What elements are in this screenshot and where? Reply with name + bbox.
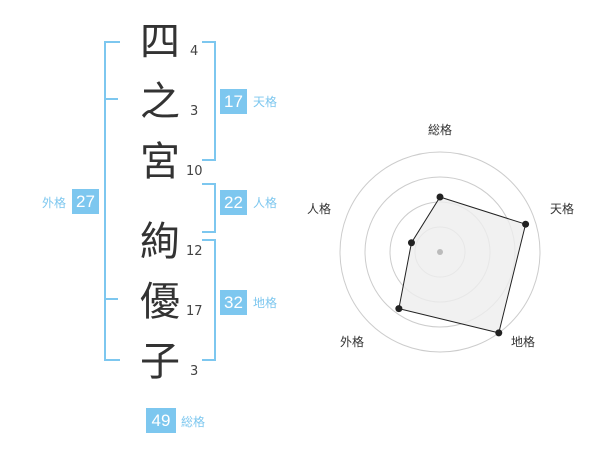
radar-center	[437, 249, 443, 255]
stroke-count-4: 12	[186, 244, 203, 259]
radar-point-chikaku	[495, 329, 503, 337]
radar-axis-label-soukaku: 総格	[428, 122, 452, 137]
radar-axis-label-gaikaku: 外格	[340, 334, 364, 349]
radar-axis-label-chikaku: 地格	[511, 334, 535, 349]
jinkaku-badge: 22	[220, 190, 247, 215]
jinkaku-label: 人格	[253, 196, 278, 210]
radar-polygon	[398, 196, 527, 334]
name-char-1: 四	[140, 19, 180, 65]
chikaku-label: 地格	[253, 296, 278, 310]
jinkaku-bracket	[202, 183, 216, 233]
stroke-count-6: 3	[190, 364, 199, 379]
soukaku-label: 総格	[181, 415, 206, 429]
tenkaku-label: 天格	[253, 95, 278, 109]
radar-point-soukaku	[436, 193, 444, 201]
radar-point-tenkaku	[522, 220, 530, 228]
radar-point-gaikaku	[395, 305, 403, 313]
radar-ring	[339, 151, 541, 353]
radar-axis-label-tenkaku: 天格	[550, 201, 574, 216]
gaikaku-tick	[104, 298, 118, 300]
stroke-count-5: 17	[186, 304, 203, 319]
name-char-4: 絢	[140, 219, 180, 265]
gaikaku-badge: 27	[72, 189, 99, 214]
stroke-count-3: 10	[186, 164, 203, 179]
name-char-5: 優	[140, 279, 180, 325]
tenkaku-badge: 17	[220, 89, 247, 114]
name-char-3: 宮	[140, 139, 180, 185]
chikaku-badge: 32	[220, 290, 247, 315]
stroke-count-1: 4	[190, 44, 199, 59]
name-char-2: 之	[140, 79, 180, 125]
gaikaku-tick	[104, 98, 118, 100]
chikaku-bracket	[202, 239, 216, 361]
tenkaku-bracket	[202, 41, 216, 161]
soukaku-badge: 49	[146, 408, 176, 433]
radar-point-jinkaku	[407, 239, 415, 247]
gaikaku-label: 外格	[42, 196, 67, 210]
name-char-6: 子	[140, 339, 180, 385]
gaikaku-bracket	[104, 41, 120, 361]
radar-axis-label-jinkaku: 人格	[307, 201, 331, 216]
stroke-count-2: 3	[190, 104, 199, 119]
